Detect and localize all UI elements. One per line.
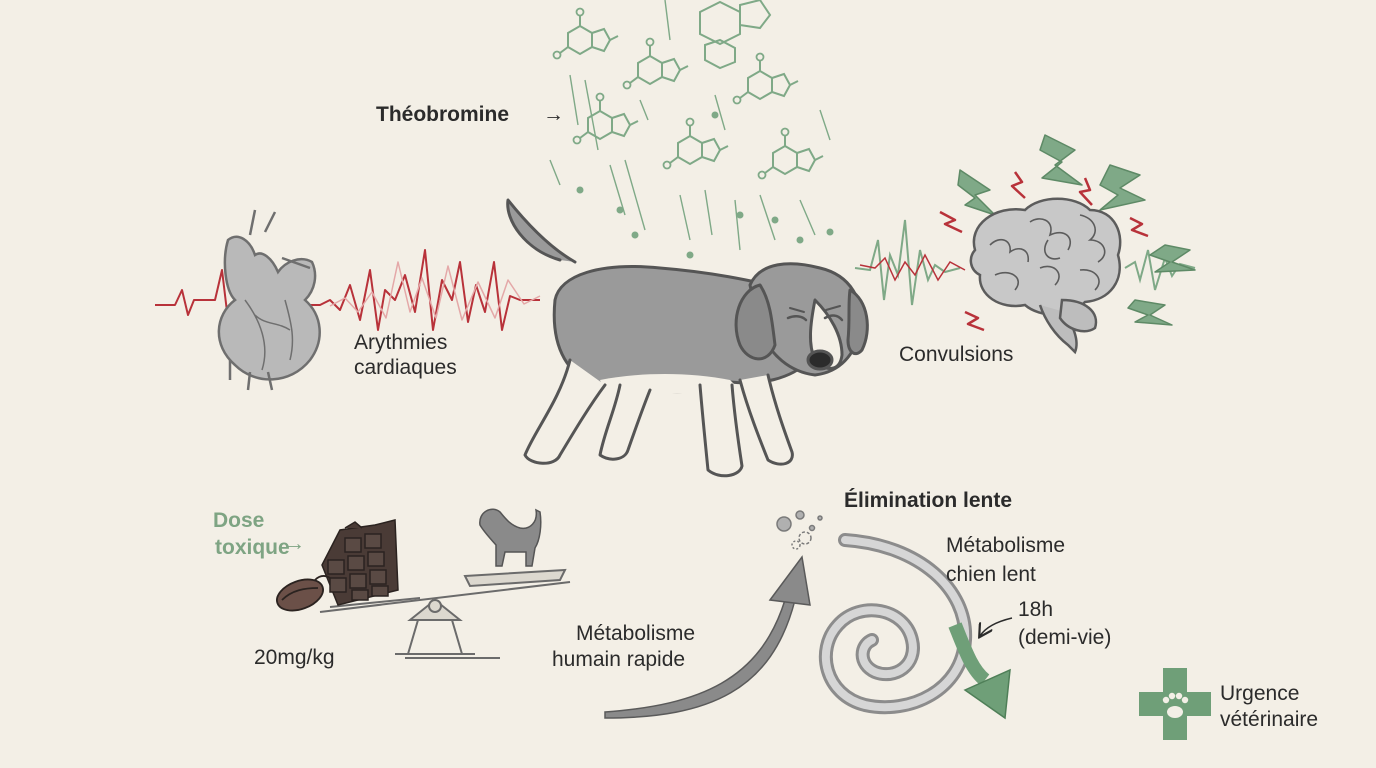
balance-scale-icon [319,568,571,659]
arrhythmia-label-line2: cardiaques [354,356,457,379]
urgence-label: Urgence [1220,682,1299,705]
ecg-trace-left [155,249,541,331]
dose-arrow: → [284,532,305,555]
molecule-cloud [549,0,834,259]
brain-icon [969,197,1122,355]
theobromine-label: Théobromine [376,103,509,126]
halflife-arrow [980,617,1013,636]
small-dog-icon [479,508,542,567]
halflife-label: (demi-vie) [1018,626,1111,649]
dose-label: Dose [213,509,264,532]
lightning-bolts [939,134,1196,332]
convulsions-label: Convulsions [899,343,1013,366]
dose-value: 20mg/kg [254,646,335,669]
urgence-label-line2: vétérinaire [1220,708,1318,731]
theobromine-arrow: → [543,103,564,126]
chocolate-bar-icon [321,519,399,606]
bubbles [776,510,823,550]
heart-icon [217,209,321,391]
elimination-title: Élimination lente [844,489,1012,512]
cocoa-pod-icon [276,575,331,612]
dog-illustration [506,198,869,478]
dog-metabolism-label: Métabolisme [946,534,1065,557]
human-metabolism-label-line2: humain rapide [552,648,685,671]
arrhythmia-label: Arythmies [354,331,447,354]
dog-metabolism-label-line2: chien lent [946,563,1036,586]
dose-label-line2: toxique [215,536,290,559]
human-metabolism-label: Métabolisme [576,622,695,645]
human-metabolism-arrow [604,555,811,719]
halflife-value: 18h [1018,598,1053,621]
dog-metabolism-spiral [818,533,1011,720]
vet-cross-paw-icon [1139,668,1211,740]
